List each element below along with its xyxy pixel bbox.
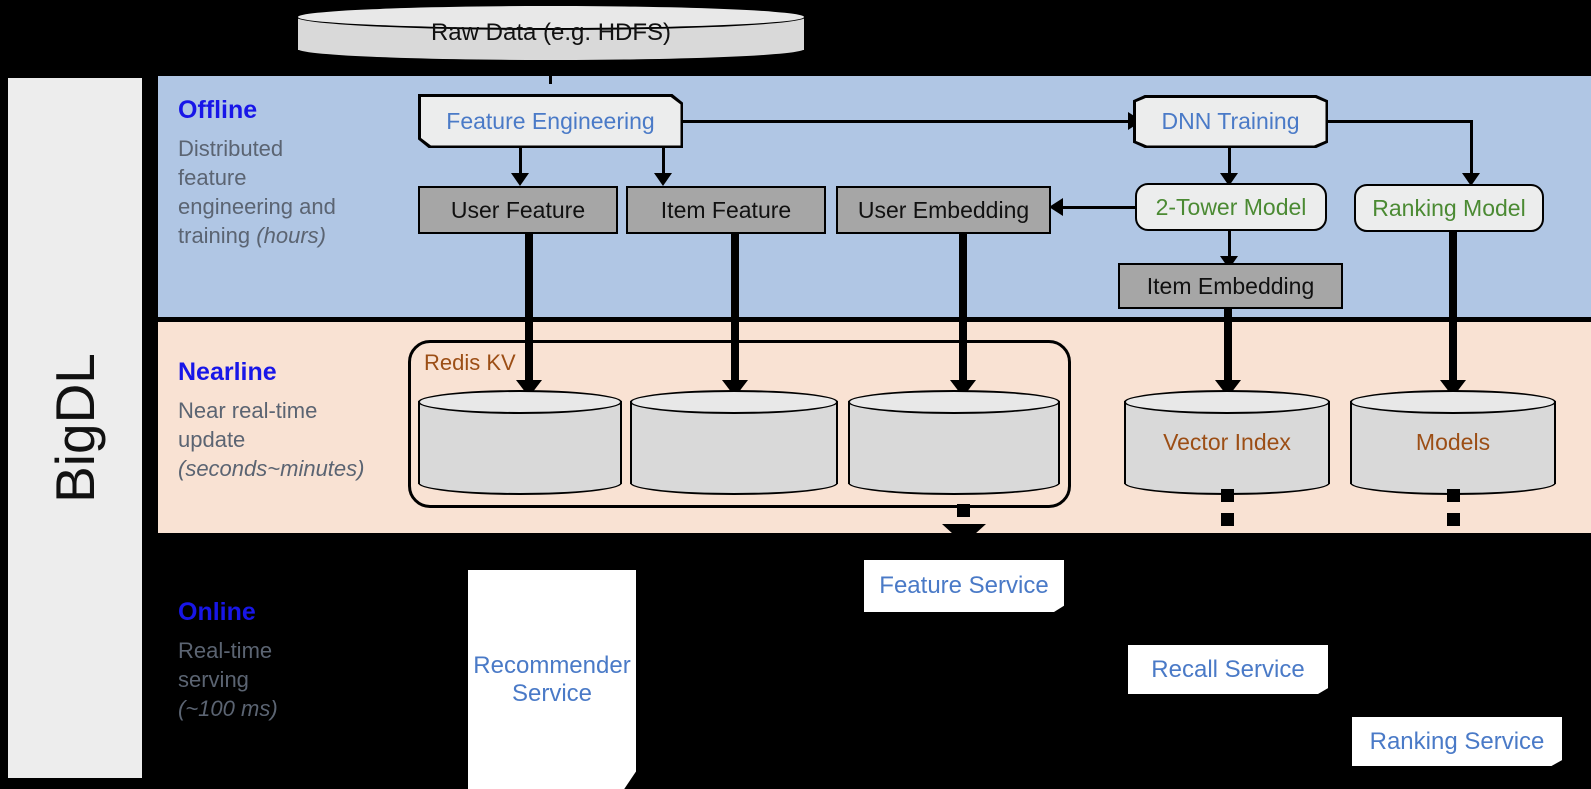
edge-dnn-twotower-arrowhead [1220,173,1238,186]
cylinder-top [848,390,1060,414]
edge-rawdata-fe-arrowhead [537,60,563,77]
feature-engineering-label: Feature Engineering [446,107,655,134]
dnn-training-label: DNN Training [1161,108,1300,134]
redis-cylinder-user-embedding[interactable] [848,390,1060,495]
edge-userembedding-kv [959,234,967,386]
edge-dnn-twotower [1228,148,1231,176]
item-feature-label: Item Feature [660,196,792,223]
recommender-service-card[interactable]: Recommender Service [468,570,636,789]
redis-kv-label: Redis KV [424,350,516,375]
vector-index-cylinder[interactable]: Vector Index [1124,390,1330,495]
item-embedding-node[interactable]: Item Embedding [1118,263,1343,309]
feature-engineering-node[interactable]: Feature Engineering [418,94,683,148]
recall-service-label: Recall Service [1151,655,1305,683]
edge-dnn-ranking-arrowhead [1462,173,1480,186]
bigdl-sidebar-panel: BigDL [8,78,142,778]
cylinder-body [418,401,622,484]
edge-twotower-itemembedding [1228,231,1231,259]
edge-itemfeature-kv [731,234,739,386]
edge-userfeature-kv [525,234,533,386]
edge-kv-featureservice-arrowhead [942,524,986,544]
edge-vectorindex-recall-dash1 [1221,489,1234,502]
ranking-service-label: Ranking Service [1369,727,1545,755]
edge-rankingmodel-models [1449,232,1457,386]
edge-models-ranking-dash1 [1447,489,1460,502]
redis-cylinder-user-feature[interactable] [418,390,622,495]
offline-caption: Offline Distributed feature engineering … [178,96,408,250]
edge-fe-itemfeature-arrowhead [654,173,672,186]
edge-fe-itemfeature [662,148,665,176]
edge-fe-userfeature [519,148,522,176]
item-feature-node[interactable]: Item Feature [626,186,826,234]
nearline-caption: Nearline Near real-time update (seconds~… [178,358,408,483]
models-label: Models [1415,429,1491,455]
user-embedding-node[interactable]: User Embedding [836,186,1051,234]
item-embedding-label: Item Embedding [1146,272,1315,299]
cylinder-body [848,401,1060,484]
models-cylinder[interactable]: Models [1350,390,1556,495]
cylinder-body [1124,401,1330,484]
ranking-service-card[interactable]: Ranking Service [1352,717,1562,766]
edge-dnn-ranking-h [1328,120,1472,123]
cylinder-top [296,4,806,30]
online-title: Online [178,598,256,626]
dnn-training-node[interactable]: DNN Training [1133,95,1328,148]
edge-kv-featureservice-dash1 [957,504,970,517]
feature-service-card[interactable]: Feature Service [864,560,1064,612]
vector-index-label: Vector Index [1163,429,1291,455]
raw-data-label: Raw Data (e.g. HDFS) [430,19,672,46]
ranking-model-label: Ranking Model [1372,194,1526,221]
two-tower-model-label: 2-Tower Model [1155,193,1307,220]
edge-twotower-userembedding-arrowhead [1049,198,1063,216]
cylinder-top [418,390,622,414]
bigdl-label: BigDL [44,353,106,503]
recommender-service-label: Recommender Service [473,651,631,707]
user-feature-label: User Feature [450,196,586,223]
nearline-description: Near real-time update (seconds~minutes) [178,398,365,482]
user-embedding-label: User Embedding [857,196,1030,223]
user-feature-node[interactable]: User Feature [418,186,618,234]
recall-service-card[interactable]: Recall Service [1128,645,1328,694]
cylinder-top [1350,390,1556,414]
edge-vectorindex-recall-dash2 [1221,513,1234,526]
online-description: Real-time serving (~100 ms) [178,638,278,722]
edge-fe-userfeature-arrowhead [511,173,529,186]
cylinder-body [1350,401,1556,484]
redis-cylinder-item-feature[interactable] [630,390,838,495]
cylinder-top [1124,390,1330,414]
ranking-model-node[interactable]: Ranking Model [1354,184,1544,232]
online-caption: Online Real-time serving (~100 ms) [178,598,408,723]
two-tower-model-node[interactable]: 2-Tower Model [1135,183,1327,231]
raw-data-cylinder[interactable]: Raw Data (e.g. HDFS) [296,4,806,62]
offline-title: Offline [178,96,258,124]
offline-description: Distributed feature engineering and trai… [178,136,336,249]
feature-service-label: Feature Service [879,572,1049,599]
edge-twotower-userembedding [1060,206,1135,209]
cylinder-top [630,390,838,414]
edge-models-ranking-dash2 [1447,513,1460,526]
nearline-title: Nearline [178,358,277,386]
cylinder-body [630,401,838,484]
edge-itemembedding-vectorindex [1224,309,1232,386]
edge-fe-dnn [683,120,1133,123]
edge-dnn-ranking-v [1470,120,1473,176]
redis-kv-container[interactable] [408,340,1071,508]
